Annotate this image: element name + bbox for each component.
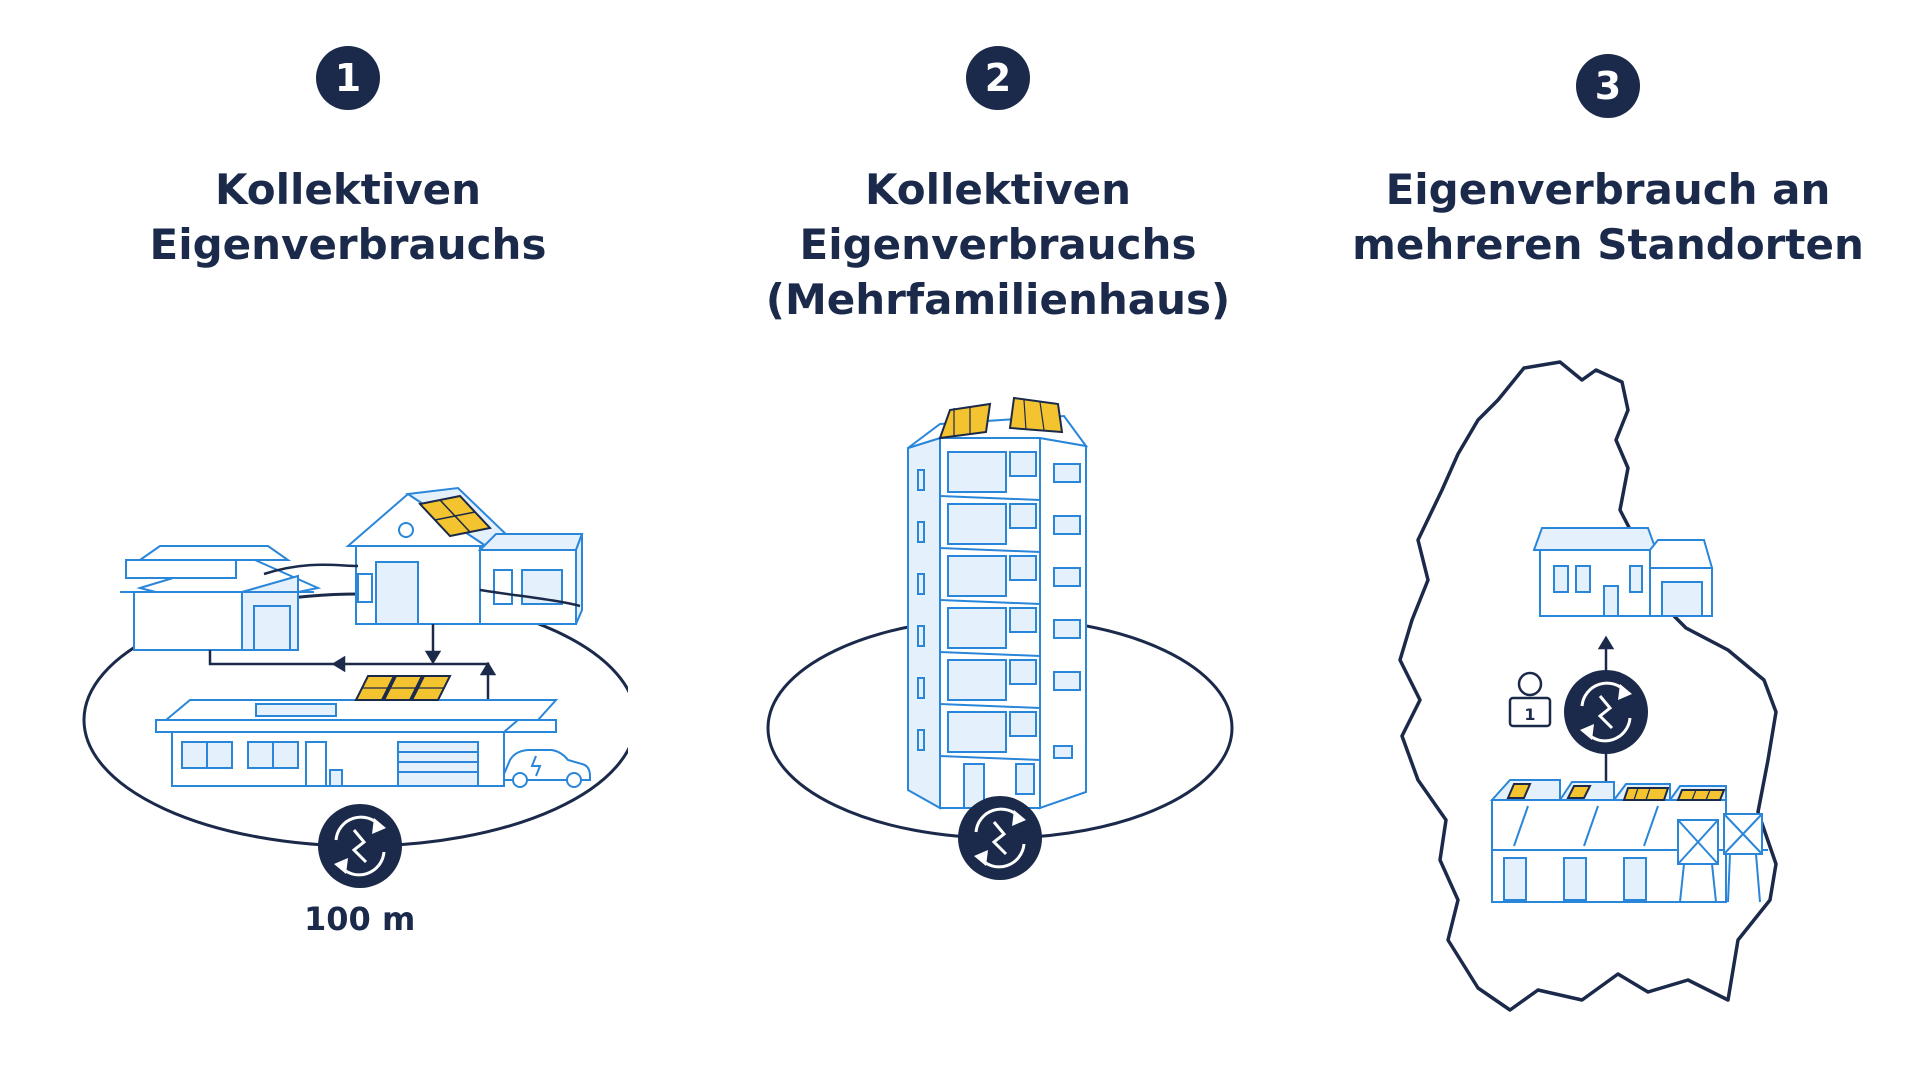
building-windows: [917, 451, 1081, 809]
balcony-lines: [939, 495, 1041, 761]
luxembourg-map-outline: 1: [1398, 360, 1778, 1012]
gable-house: [345, 486, 584, 625]
energy-exchange-icon: [318, 804, 402, 888]
step-title: Eigenverbrauch an mehreren Standorten: [1352, 165, 1864, 269]
person-badge-label: 1: [1524, 705, 1535, 724]
step-3: 3 Eigenverbrauch an mehreren Standorten: [1328, 0, 1888, 1080]
distance-label: 100 m: [304, 900, 416, 938]
apartment-building-illustration: [766, 396, 1234, 880]
step-number-badge: 2: [966, 46, 1030, 110]
solar-panel-icon: [1506, 783, 1726, 801]
electric-car-icon: [503, 749, 591, 788]
bungalow-house: [120, 545, 322, 651]
energy-exchange-icon: [958, 796, 1042, 880]
step-2: 2 Kollektiven Eigenverbrauchs (Mehrfamil…: [718, 0, 1278, 1080]
energy-exchange-icon: [1564, 670, 1648, 754]
solar-panel-icon: [354, 675, 452, 701]
flat-roof-house: [155, 699, 559, 787]
step-1: 1 Kollektiven Eigenverbrauchs: [68, 0, 628, 1080]
houses-illustration: [82, 486, 628, 888]
step-title: Kollektiven Eigenverbrauchs: [149, 165, 547, 269]
step-number-badge: 1: [316, 46, 380, 110]
person-badge-icon: [1508, 671, 1552, 728]
step-number-badge: 3: [1576, 54, 1640, 118]
house-illustration: [1532, 527, 1714, 617]
step-title: Kollektiven Eigenverbrauchs (Mehrfamilie…: [765, 165, 1231, 324]
solar-panel-icon: [418, 494, 492, 538]
energy-connection-lines: [208, 563, 581, 700]
solar-panel-icon: [938, 396, 1064, 440]
